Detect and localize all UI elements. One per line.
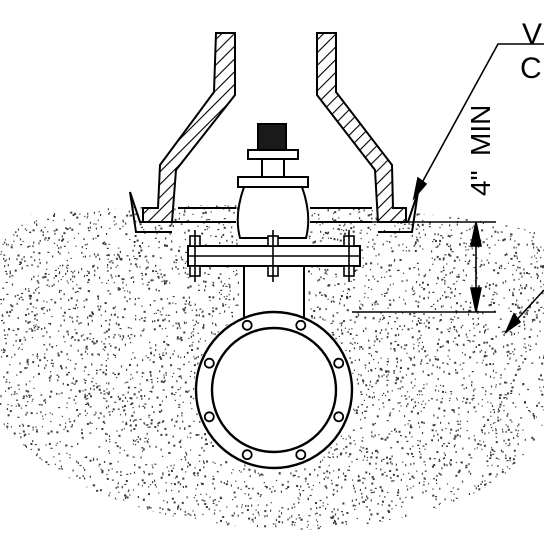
nut-collar xyxy=(247,149,299,160)
valve-bonnet xyxy=(236,186,310,239)
callout-leader-top xyxy=(417,43,544,191)
gate-valve xyxy=(187,123,361,322)
pipe-bolt-hole xyxy=(203,411,215,423)
dimension-suffix: MIN xyxy=(465,105,496,156)
pipe-bolt-hole xyxy=(241,319,253,331)
callout-leaders xyxy=(412,43,544,335)
operating-nut xyxy=(257,123,287,151)
bolt-right xyxy=(343,230,355,282)
bolt-center xyxy=(267,230,279,282)
pipe-bore xyxy=(210,326,338,454)
dimension-value: 4" xyxy=(465,170,496,196)
pipe-bolt-hole xyxy=(333,357,345,369)
callout-top-text-2: C xyxy=(520,52,542,85)
pipe-section xyxy=(194,310,354,470)
flange-bolts xyxy=(189,230,355,282)
callout-arrow-top xyxy=(412,176,428,201)
bonnet-flange xyxy=(237,176,309,188)
pipe-bolt-hole xyxy=(241,449,253,461)
callout-arrow-gravel xyxy=(504,312,522,335)
pipe-bolt-hole xyxy=(333,411,345,423)
dimension-arrow-bottom xyxy=(470,287,482,313)
dimension-4in-min xyxy=(352,221,496,313)
pipe-flange-bolts xyxy=(203,319,345,461)
callout-top-text-1: V xyxy=(522,18,542,51)
pipe-bolt-hole xyxy=(203,357,215,369)
pipe-bolt-hole xyxy=(295,319,307,331)
dimension-arrow-top xyxy=(470,221,482,247)
dimension-label: 4" MIN xyxy=(465,105,496,196)
valve-box-right-wall xyxy=(316,32,407,223)
stem-housing xyxy=(261,158,285,178)
bolt-left xyxy=(189,230,201,282)
valve-box-left-wall xyxy=(142,32,236,223)
pipe-bolt-hole xyxy=(295,449,307,461)
